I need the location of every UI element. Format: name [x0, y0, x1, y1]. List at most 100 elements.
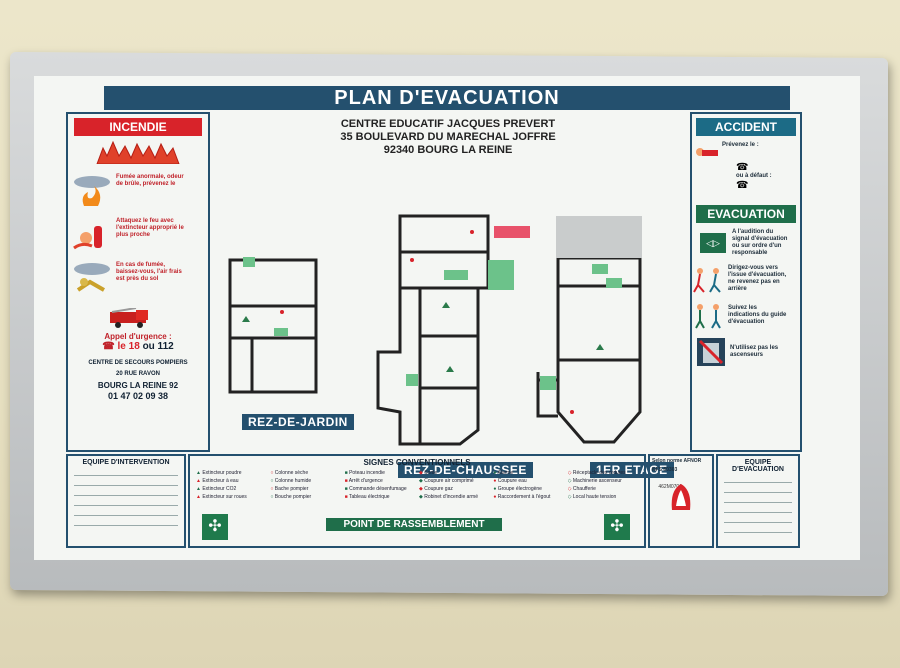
urgent-112: ou 112 — [142, 341, 174, 352]
legend-label: Groupe électrogène — [497, 486, 542, 492]
ev-step-3: Suivez les indications du guide d'évacua… — [728, 304, 787, 325]
legend-symbol-icon: ○ — [270, 478, 275, 484]
legend-symbol-icon: ▲ — [196, 486, 203, 492]
legend-symbol-icon: ○ — [270, 486, 275, 492]
step-3-text: En cas de fumée, baissez-vous, l'air fra… — [116, 262, 182, 282]
equipe-intervention-box: EQUIPE D'INTERVENTION — [66, 454, 186, 548]
address-line-1: CENTRE EDUCATIF JACQUES PREVERT — [340, 118, 556, 130]
legend-symbol-icon: ◆ — [419, 478, 425, 484]
legend-label: Extincteur à eau — [202, 478, 239, 484]
plan-code: 462M0701 — [658, 484, 682, 490]
legend-symbol-icon: ◇ — [567, 494, 573, 500]
secours-street: 20 RUE RAVON — [116, 371, 160, 377]
legend-item: ○ Colonne sèche — [270, 470, 340, 476]
floor-label-jardin: REZ-DE-JARDIN — [242, 414, 354, 430]
legend-symbol-icon: ● — [493, 470, 498, 476]
legend-label: Bouche pompier — [274, 494, 312, 500]
rassemblement-label: POINT DE RASSEMBLEMENT — [326, 518, 502, 531]
floor-label-chaussee: REZ-DE-CHAUSSEE — [398, 462, 533, 478]
crawl-icon — [72, 262, 112, 296]
alarm-icon: ◁▷ — [700, 233, 726, 253]
legend-label: Extincteur CO2 — [202, 486, 237, 492]
legend-symbol-icon: ◇ — [567, 470, 573, 476]
legend-symbol-icon: ● — [493, 478, 498, 484]
legend-item: ◆ Sortie — [419, 470, 489, 476]
legend-symbol-icon: ◇ — [567, 478, 573, 484]
legend-label: Sortie — [424, 470, 438, 476]
legend-label: Commande désenfumage — [349, 486, 407, 492]
phone-icon: ☎ — [102, 341, 118, 352]
fire-panel: INCENDIE Fumée anormale, odeur de brûle,… — [66, 112, 210, 452]
legend-item: ▲ Extincteur sur roues — [196, 494, 266, 500]
legend-item: ◇ Chaufferie — [568, 486, 638, 492]
legend-symbol-icon: ● — [493, 494, 498, 500]
legend-item: ● Coupure eau — [493, 478, 563, 484]
legend-label: Coupure gaz — [424, 486, 453, 492]
company-logo-icon — [666, 480, 696, 520]
norme-code: NFS 60303 — [652, 467, 678, 473]
legend-symbol-icon: ▲ — [196, 494, 203, 500]
legend-symbol-icon: ○ — [270, 470, 275, 476]
legend-item: ▲ Extincteur CO2 — [196, 486, 266, 492]
step-1-text: Fumée anormale, odeur de brûle, prévenez… — [116, 174, 184, 187]
legend-item: ◆ Coupure air comprimé — [419, 478, 489, 484]
ev-step-1: A l'audition du signal d'évacuation ou s… — [732, 229, 788, 256]
urgent-label: Appel d'urgence : — [104, 332, 172, 341]
equipe-evacuation-box: EQUIPE D'EVACUATION — [716, 454, 800, 548]
legend-title: SIGNES CONVENTIONNELS — [363, 458, 471, 467]
evacuation-header: EVACUATION — [696, 205, 796, 223]
legend-box: SIGNES CONVENTIONNELS ▲ Extincteur poudr… — [188, 454, 646, 548]
secours-city: BOURG LA REINE 92 — [97, 381, 179, 390]
address-line-2: 35 BOULEVARD DU MARECHAL JOFFRE — [340, 131, 556, 143]
legend-item: ▲ Extincteur à eau — [196, 478, 266, 484]
legend-label: Alarme — [497, 470, 514, 476]
equipe-intervention-title: EQUIPE D'INTERVENTION — [82, 459, 170, 466]
urgent-call: Appel d'urgence : ☎ le 18 ou 112 — [68, 332, 208, 352]
bottom-panel: EQUIPE D'INTERVENTION SIGNES CONVENTIONN… — [66, 454, 800, 548]
legend-item: ○ Bache pompier — [270, 486, 340, 492]
accident-panel: ACCIDENT Prévenez le : ☎ ou à défaut : ☎… — [690, 112, 802, 452]
norme-box: Selon norme AFNOR NFS 60303 — [648, 454, 714, 548]
legend-item: ■ Poteau incendie — [345, 470, 415, 476]
legend-label: Coupure eau — [497, 478, 527, 484]
legend-symbol-icon: ▲ — [196, 478, 203, 484]
fire-header: INCENDIE — [74, 118, 202, 136]
walking-icon — [692, 265, 728, 293]
legend-item: ■ Commande désenfumage — [345, 486, 415, 492]
legend-symbol-icon: ○ — [270, 494, 275, 500]
legend-symbol-icon: ▲ — [196, 470, 203, 476]
legend-grid: ▲ Extincteur poudre○ Colonne sèche■ Pote… — [196, 470, 638, 500]
legend-label: Robinet d'incendie armé — [424, 494, 478, 500]
urgent-18: le 18 — [117, 341, 140, 352]
legend-label: Tableau électrique — [348, 494, 390, 500]
step-crawl: En cas de fumée, baissez-vous, l'air fra… — [72, 262, 204, 296]
legend-item: ■ Arrêt d'urgence — [345, 478, 415, 484]
legend-symbol-icon: ◆ — [419, 470, 425, 476]
legend-label: Colonne sèche — [274, 470, 309, 476]
legend-item: ● Raccordement à l'égout — [493, 494, 563, 500]
sign-title: PLAN D'EVACUATION — [104, 86, 790, 110]
guide-icon — [692, 301, 728, 329]
extinguisher-icon — [72, 218, 112, 252]
legend-label: Raccordement à l'égout — [497, 494, 551, 500]
legend-item: ● Groupe électrogène — [493, 486, 563, 492]
legend-label: Extincteur sur roues — [202, 494, 247, 500]
fire-alarm-icon — [72, 174, 112, 208]
legend-label: Coupure air comprimé — [424, 478, 474, 484]
floor-plan-drawing — [228, 214, 642, 446]
no-elevator-icon — [696, 337, 726, 367]
step-smoke: Fumée anormale, odeur de brûle, prévenez… — [72, 174, 204, 208]
legend-item: ◇ Machinerie ascenseur — [568, 478, 638, 484]
phone-icon: ☎ — [736, 162, 749, 173]
legend-item: ◆ Coupure gaz — [419, 486, 489, 492]
legend-symbol-icon: ● — [493, 486, 498, 492]
phone-icon: ☎ — [736, 180, 749, 191]
legend-item: ■ Tableau électrique — [345, 494, 415, 500]
rassemblement-left-icon: ✣ — [202, 514, 228, 540]
legend-label: Arrêt d'urgence — [348, 478, 383, 484]
accident-header: ACCIDENT — [696, 118, 796, 136]
legend-label: Chaufferie — [572, 486, 596, 492]
secours-phone: 01 47 02 09 38 — [107, 391, 169, 401]
flames-icon — [95, 140, 181, 165]
floor-plans: CENTRE EDUCATIF JACQUES PREVERT 35 BOULE… — [212, 112, 684, 490]
